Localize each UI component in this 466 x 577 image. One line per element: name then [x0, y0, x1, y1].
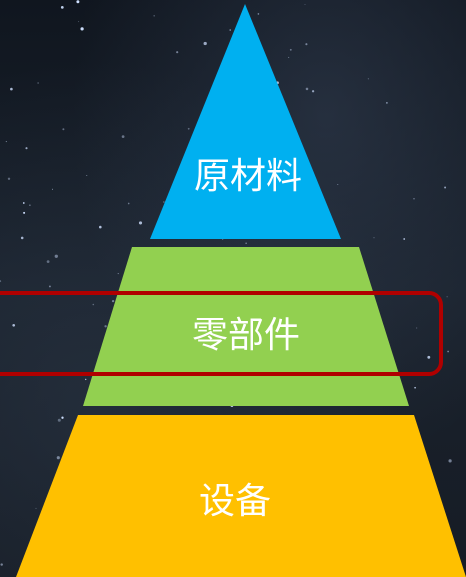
star — [257, 13, 260, 15]
star — [48, 285, 51, 288]
star — [373, 237, 375, 239]
star — [86, 174, 88, 176]
star — [121, 135, 125, 138]
star — [117, 273, 119, 275]
star — [76, 0, 80, 4]
star — [222, 238, 224, 240]
star — [305, 87, 309, 91]
star — [448, 459, 452, 463]
star — [46, 260, 50, 263]
star — [245, 242, 247, 244]
star — [78, 21, 80, 23]
star — [85, 378, 87, 381]
star — [403, 238, 406, 240]
star — [22, 202, 25, 204]
star — [311, 90, 315, 93]
star — [54, 254, 58, 258]
star — [12, 323, 16, 327]
star — [413, 198, 415, 200]
star — [203, 41, 207, 46]
star — [111, 299, 115, 303]
star — [29, 204, 31, 206]
star — [138, 221, 143, 225]
star — [153, 15, 155, 17]
star — [37, 82, 39, 84]
star — [416, 327, 418, 329]
star — [7, 177, 11, 180]
star — [367, 78, 370, 80]
star — [25, 147, 28, 150]
star — [127, 202, 130, 205]
tier-parts-label: 零部件 — [192, 315, 300, 356]
star — [60, 6, 64, 9]
tier-equipment — [16, 415, 466, 577]
star — [92, 303, 95, 306]
star — [229, 29, 231, 31]
star — [427, 355, 431, 359]
star — [62, 128, 65, 131]
star — [20, 236, 24, 240]
star — [446, 296, 448, 298]
highlight-frame — [0, 291, 443, 376]
star — [187, 127, 190, 130]
star — [5, 141, 7, 143]
star — [414, 386, 416, 389]
star — [35, 507, 37, 509]
star — [289, 48, 292, 51]
star — [61, 416, 64, 419]
star — [0, 563, 3, 566]
star — [56, 456, 60, 460]
star — [99, 225, 102, 229]
star — [23, 211, 26, 214]
star — [304, 4, 306, 5]
star — [447, 350, 449, 353]
star — [444, 186, 447, 189]
star — [288, 56, 290, 58]
star — [51, 188, 54, 190]
star — [386, 102, 388, 104]
star — [176, 51, 179, 54]
tier-parts — [83, 247, 409, 406]
tier-raw-materials — [150, 4, 341, 239]
star — [0, 280, 2, 283]
star — [104, 325, 107, 328]
star — [337, 184, 339, 186]
star — [80, 27, 84, 31]
star — [10, 87, 13, 91]
star — [163, 201, 165, 203]
star — [305, 43, 308, 46]
tier-equipment-label: 设备 — [199, 481, 271, 522]
star — [57, 418, 61, 422]
tier-raw-materials-label: 原材料 — [194, 156, 302, 197]
